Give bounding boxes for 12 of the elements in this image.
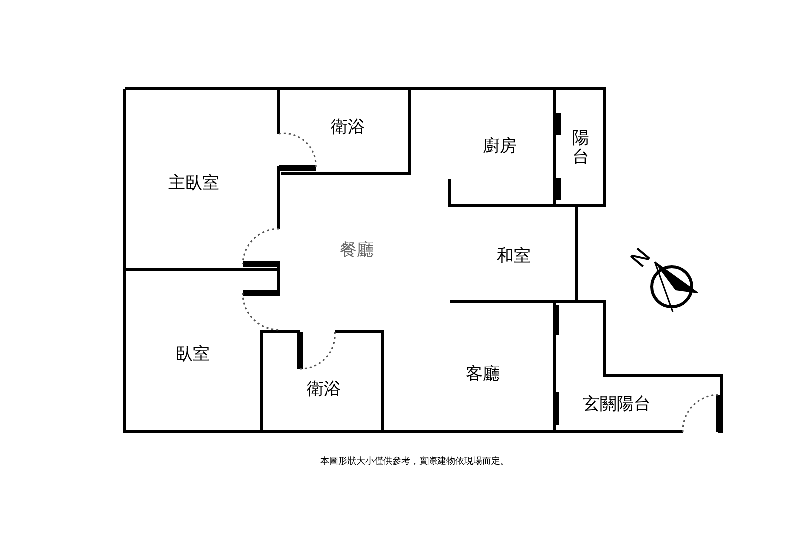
room-label: 臥室 — [176, 346, 210, 364]
room-label: 衛浴 — [307, 380, 341, 400]
room-label: 衛浴 — [331, 118, 365, 138]
north-label: N — [628, 246, 656, 272]
room-label: 餐廳 — [340, 242, 374, 260]
room-label: 客廳 — [466, 366, 500, 384]
room-label: 陽台 — [572, 129, 590, 167]
room-label: 廚房 — [483, 138, 517, 156]
note-text: 本圖形狀大小僅供參考，實際建物依現場而定。 — [320, 458, 510, 468]
room-label: 主臥室 — [168, 174, 220, 194]
room-label: 玄關陽台 — [583, 396, 651, 414]
room-label: 和室 — [497, 248, 531, 266]
